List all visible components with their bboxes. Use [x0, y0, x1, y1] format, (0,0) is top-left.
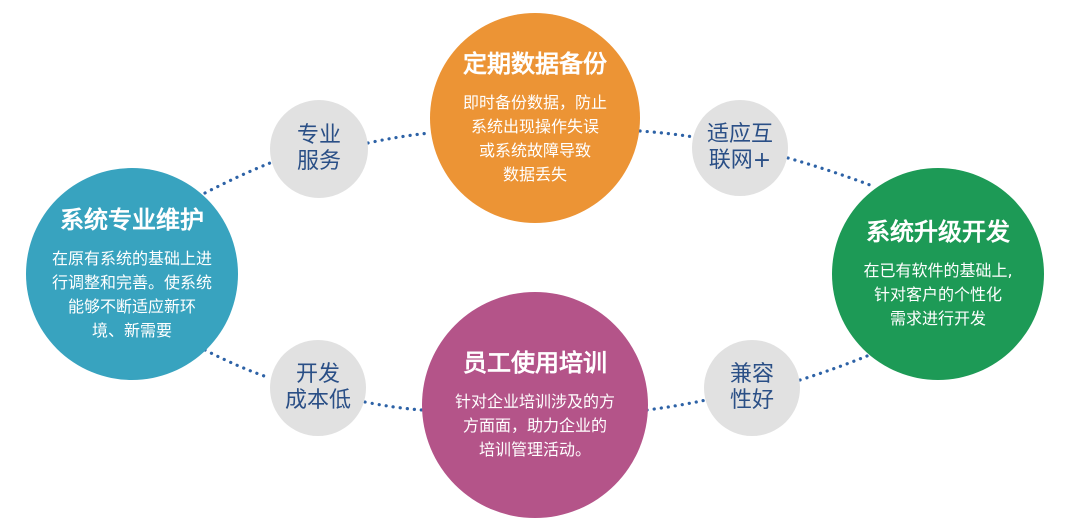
benefit-line: 服务 — [296, 149, 341, 174]
desc-line: 系统出现操作失误 — [470, 117, 599, 136]
connector-maintain-lowcost — [203, 348, 272, 380]
benefit-line: 适应互 — [706, 122, 773, 147]
benefit-professional-service: 专业 服务 — [270, 100, 368, 198]
desc-line: 行调整和完善。使系统 — [51, 273, 212, 292]
node-system-maintenance-desc: 在原有系统的基础上进 行调整和完善。使系统 能够不断适应新环 境、新需要 — [52, 247, 212, 343]
desc-line: 能够不断适应新环 — [67, 297, 196, 316]
desc-line: 针对客户的个性化 — [873, 285, 1002, 304]
desc-line: 需求进行开发 — [889, 309, 986, 328]
connector-training-compatible — [645, 398, 708, 412]
desc-line: 数据丢失 — [502, 165, 567, 184]
benefit-line: 联网+ — [708, 148, 772, 173]
benefit-internet-plus: 适应互 联网+ — [692, 100, 788, 196]
connector-lowcost-training — [363, 400, 424, 412]
node-data-backup-desc: 即时备份数据，防止 系统出现操作失误 或系统故障导致 数据丢失 — [463, 91, 607, 187]
connector-maintain-professional — [203, 161, 272, 195]
benefit-line: 兼容 — [729, 362, 774, 387]
desc-line: 在已有软件的基础上, — [863, 261, 1013, 280]
node-data-backup: 定期数据备份 即时备份数据，防止 系统出现操作失误 或系统故障导致 数据丢失 — [430, 13, 640, 223]
node-system-maintenance-title: 系统专业维护 — [60, 206, 204, 234]
benefit-compatibility: 兼容 性好 — [704, 340, 800, 436]
desc-line: 或系统故障导致 — [478, 141, 591, 160]
benefit-line: 成本低 — [284, 388, 351, 413]
node-data-backup-title: 定期数据备份 — [463, 50, 607, 78]
node-system-upgrade-desc: 在已有软件的基础上, 针对客户的个性化 需求进行开发 — [863, 259, 1012, 331]
node-staff-training-desc: 针对企业培训涉及的方 方面面，助力企业的 培训管理活动。 — [455, 390, 615, 462]
desc-line: 培训管理活动。 — [478, 440, 591, 459]
node-system-upgrade-title: 系统升级开发 — [866, 218, 1010, 246]
desc-line: 针对企业培训涉及的方 — [454, 392, 615, 411]
benefit-line: 开发 — [295, 362, 340, 387]
node-system-maintenance: 系统专业维护 在原有系统的基础上进 行调整和完善。使系统 能够不断适应新环 境、… — [26, 168, 238, 380]
node-staff-training: 员工使用培训 针对企业培训涉及的方 方面面，助力企业的 培训管理活动。 — [422, 292, 648, 518]
benefit-line: 性好 — [729, 388, 774, 413]
connector-internet-upgrade — [786, 156, 872, 187]
benefit-low-cost: 开发 成本低 — [270, 340, 366, 436]
connector-compatible-upgrade — [798, 352, 874, 382]
connector-backup-internet — [638, 129, 696, 139]
benefit-line: 专业 — [296, 123, 341, 148]
desc-line: 方面面，助力企业的 — [462, 416, 607, 435]
desc-line: 境、新需要 — [91, 321, 172, 340]
connector-professional-backup — [366, 131, 432, 145]
node-staff-training-title: 员工使用培训 — [463, 349, 607, 377]
desc-line: 即时备份数据，防止 — [462, 93, 607, 112]
desc-line: 在原有系统的基础上进 — [51, 249, 212, 268]
node-system-upgrade: 系统升级开发 在已有软件的基础上, 针对客户的个性化 需求进行开发 — [832, 168, 1044, 380]
